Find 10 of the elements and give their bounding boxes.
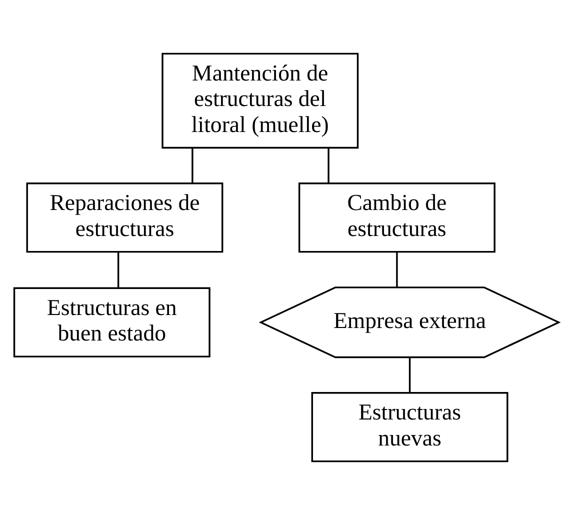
connector <box>408 358 411 392</box>
connector <box>396 252 398 288</box>
node-box: Estructuras en buen estado <box>13 287 210 358</box>
connector <box>328 148 330 183</box>
connector <box>117 252 120 288</box>
node-box: Mantención de estructuras del litoral (muelle) <box>162 52 359 149</box>
node-box: Reparaciones de estructuras <box>26 182 224 253</box>
node-box: Estructuras nuevas <box>311 392 508 462</box>
connector <box>192 148 194 183</box>
node-box: Cambio de estructuras <box>298 182 496 253</box>
